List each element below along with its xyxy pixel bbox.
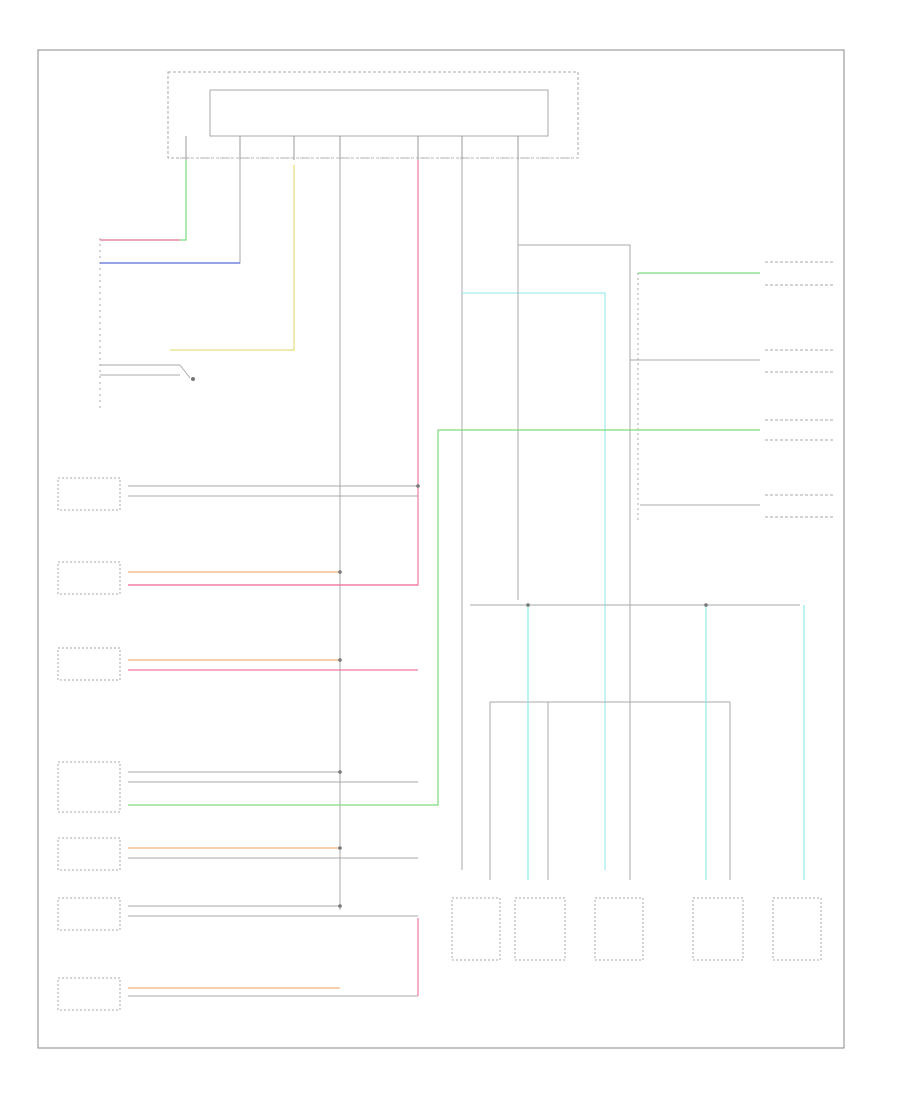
top-module-pins <box>185 136 519 160</box>
bottom-component-5 <box>772 897 822 961</box>
top-module-inner-box <box>209 89 549 137</box>
bottom-connectors <box>451 897 822 961</box>
top-module <box>167 71 580 160</box>
wire-gray-top <box>100 160 241 264</box>
sensor-4 <box>57 761 418 813</box>
bottom-component-4 <box>692 897 744 961</box>
dlc-connector <box>99 238 240 408</box>
sensor-7 <box>57 918 419 1011</box>
bottom-bus <box>470 604 805 880</box>
right-modules <box>630 261 835 520</box>
sensor-1 <box>57 477 418 511</box>
sensor-3 <box>57 647 418 681</box>
sensor-5 <box>57 837 418 871</box>
sensor-2 <box>57 561 418 595</box>
bottom-component-2 <box>514 897 566 961</box>
splice-dots <box>338 484 708 908</box>
wire-cyan-top <box>462 292 606 870</box>
bottom-component-3 <box>594 897 644 961</box>
wire-green-long <box>128 429 760 806</box>
bottom-component-1 <box>451 897 501 961</box>
diagram-border <box>37 49 845 1049</box>
wire-gray-4 <box>518 244 631 880</box>
ground-icon <box>191 377 195 381</box>
sensor-6 <box>57 897 418 931</box>
wire-green-top <box>100 160 187 241</box>
top-module-box <box>167 71 579 159</box>
wire-yellow-top <box>170 165 295 351</box>
wire-red-top <box>128 160 419 586</box>
